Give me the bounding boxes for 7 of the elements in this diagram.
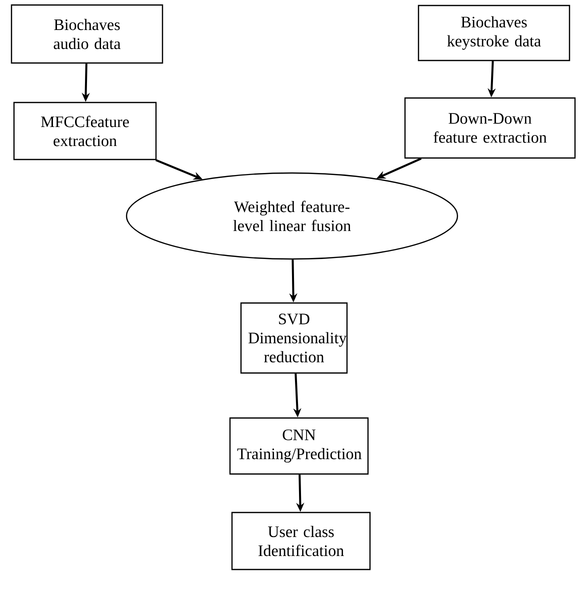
process-box: User class Identification: [231, 512, 371, 570]
process-box: Down-Down feature extraction: [404, 97, 576, 159]
process-box: MFCCfeature extraction: [13, 102, 157, 160]
process-box: Biochaves audio data: [10, 4, 164, 64]
process-box: Biochaves keystroke data: [418, 4, 570, 62]
process-box: CNN Training/Prediction: [229, 417, 369, 475]
process-box: SVD Dimensionality reduction: [240, 302, 348, 374]
